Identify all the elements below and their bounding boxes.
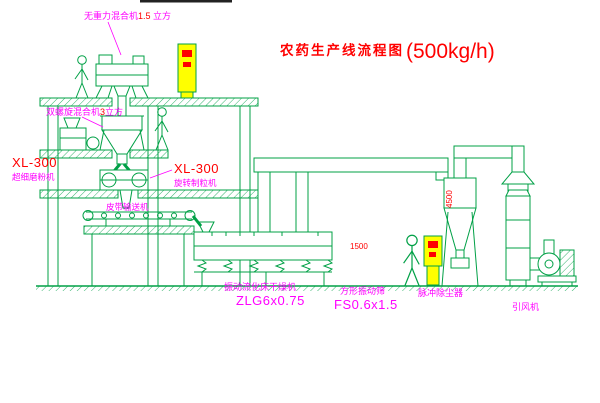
control-cabinet-right xyxy=(423,235,443,286)
label-mill-model: XL-300 xyxy=(12,155,57,170)
label-sieve-name: 方形振动筛 xyxy=(340,286,386,296)
label-granulator-model: XL-300 xyxy=(174,161,219,176)
screw-mixer-unit: 立方 xyxy=(105,107,124,117)
label-dust-collector: 脉冲除尘器 xyxy=(418,288,464,298)
label-screw-mixer: 双螺旋混合机3立方 xyxy=(46,107,124,118)
screw-mixer xyxy=(99,115,145,177)
worker-figure-2 xyxy=(154,107,169,151)
gravity-mixer-volume: 1.5 xyxy=(138,11,151,21)
label-dryer-model: ZLG6x0.75 xyxy=(236,293,305,308)
cyclone-separator xyxy=(441,145,525,287)
label-granulator-name: 旋转制粒机 xyxy=(174,178,217,188)
belt-conveyor xyxy=(82,210,203,286)
ground-line xyxy=(36,285,578,291)
gravity-mixer-unit: 立方 xyxy=(153,11,172,21)
label-gravity-mixer: 无重力混合机1.5 立方 xyxy=(84,11,172,22)
screw-mixer-volume: 3 xyxy=(100,107,106,117)
label-fan: 引风机 xyxy=(512,302,540,312)
label-mill-name: 超细磨粉机 xyxy=(12,172,55,182)
diagram-title: 农药生产线流程图 (500kg/h) xyxy=(280,40,495,63)
dimension-cyclone-height: 4500 xyxy=(445,190,454,208)
screw-mixer-name: 双螺旋混合机 xyxy=(46,107,101,117)
title-text: 农药生产线流程图 xyxy=(280,43,404,59)
no-gravity-mixer xyxy=(95,54,149,117)
label-conveyor: 皮带输送机 xyxy=(106,202,149,212)
fluid-bed-dryer xyxy=(193,221,334,286)
dimension-sieve-length: 1500 xyxy=(350,242,368,251)
dust-collector-stack xyxy=(500,171,536,286)
building-structure xyxy=(39,97,259,287)
label-sieve-model: FS0.6x1.5 xyxy=(334,297,398,312)
exhaust-duct xyxy=(253,157,449,233)
worker-figure-3 xyxy=(403,234,420,287)
control-cabinet-top xyxy=(177,43,197,99)
screen-edge-artifact xyxy=(140,0,232,3)
rotary-granulator xyxy=(99,169,149,209)
induced-draft-fan xyxy=(529,239,577,286)
gravity-mixer-name: 无重力混合机 xyxy=(84,11,139,21)
leader-lines xyxy=(81,21,173,179)
title-capacity: (500kg/h) xyxy=(406,40,495,63)
worker-figure-1 xyxy=(74,55,89,99)
label-dryer-name: 振动流化床干燥机 xyxy=(224,282,297,292)
ultrafine-mill xyxy=(59,117,100,151)
